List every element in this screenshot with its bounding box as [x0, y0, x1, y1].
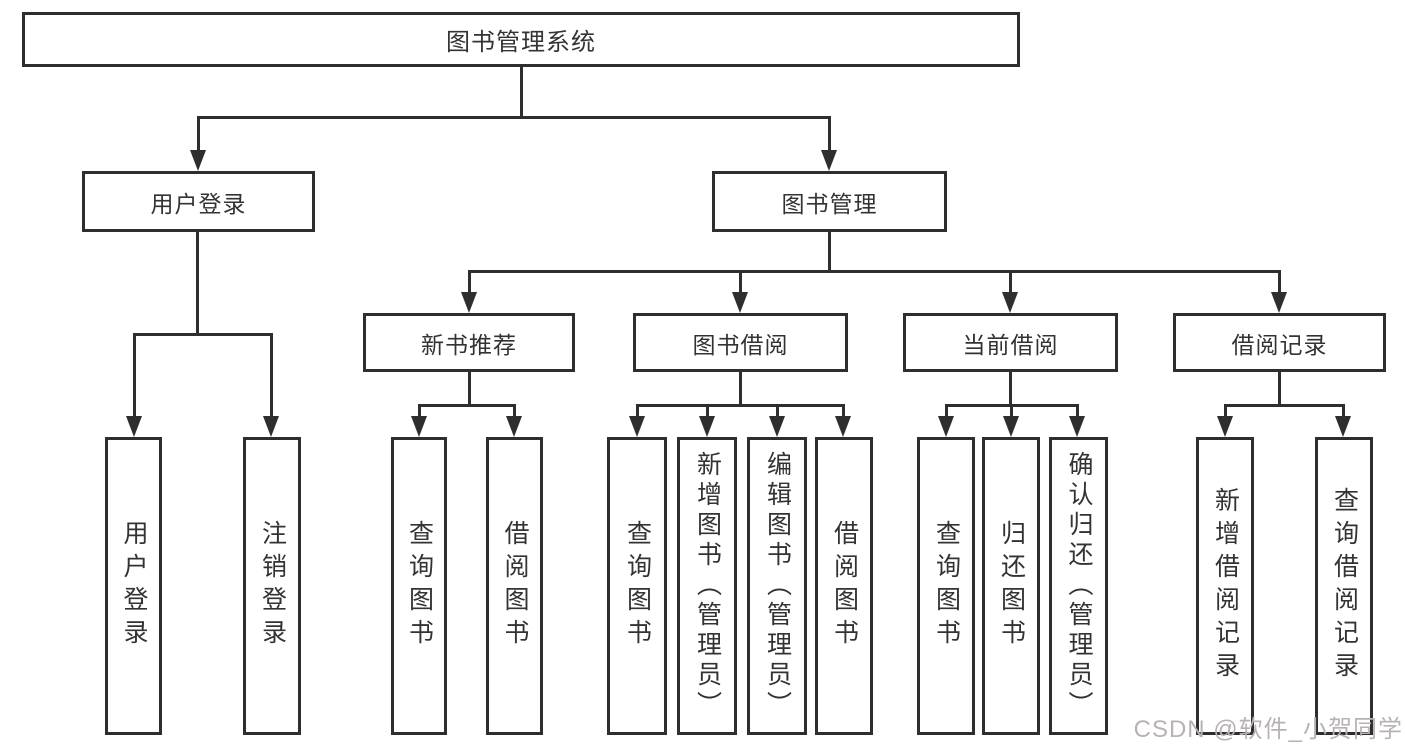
node-leaf-user-login: 用户登录 [105, 437, 162, 735]
arrow-down-icon [1271, 292, 1287, 313]
connector-line [1224, 404, 1227, 417]
node-label: 归还图书 [997, 520, 1026, 652]
arrow-down-icon [411, 416, 427, 437]
node-label: 注销登录 [258, 520, 287, 652]
node-leaf-return-books: 归还图书 [982, 437, 1040, 735]
node-label: 新增借阅记录 [1211, 487, 1240, 685]
node-label: 查询图书 [932, 520, 961, 652]
connector-line [1224, 404, 1345, 407]
arrow-down-icon [1217, 416, 1233, 437]
connector-line [739, 270, 742, 293]
arrow-down-icon [126, 416, 142, 437]
connector-line [706, 404, 709, 417]
node-leaf-confirm-return-admin: 确认归还（管理员） [1049, 437, 1108, 735]
connector-line [1278, 372, 1281, 407]
node-book-borrowing: 图书借阅 [633, 313, 848, 372]
node-leaf-query-borrow-record: 查询借阅记录 [1315, 437, 1373, 735]
node-label: 借阅图书 [830, 520, 859, 652]
node-label: 确认归还（管理员） [1065, 451, 1093, 721]
node-label: 查询图书 [623, 520, 652, 652]
arrow-down-icon [629, 416, 645, 437]
node-leaf-add-books-admin: 新增图书（管理员） [677, 437, 737, 735]
arrow-down-icon [835, 416, 851, 437]
connector-line [828, 232, 831, 273]
connector-line [1076, 404, 1079, 417]
arrow-down-icon [1003, 416, 1019, 437]
connector-line [1009, 372, 1012, 407]
arrow-down-icon [506, 416, 522, 437]
arrow-down-icon [769, 416, 785, 437]
connector-line [418, 404, 421, 417]
arrow-down-icon [732, 292, 748, 313]
arrow-down-icon [461, 292, 477, 313]
connector-line [468, 270, 471, 293]
arrow-down-icon [699, 416, 715, 437]
connector-line [1010, 404, 1013, 417]
connector-line [1009, 270, 1012, 293]
connector-line [776, 404, 779, 417]
connector-line [468, 372, 471, 407]
connector-line [468, 270, 1281, 273]
node-leaf-query-books-borrowing: 查询图书 [607, 437, 667, 735]
node-leaf-logout: 注销登录 [243, 437, 301, 735]
connector-line [513, 404, 516, 417]
connector-line [1342, 404, 1345, 417]
arrow-down-icon [263, 416, 279, 437]
node-leaf-borrow-books: 借阅图书 [815, 437, 873, 735]
arrow-down-icon [821, 150, 837, 171]
node-label: 编辑图书（管理员） [763, 451, 792, 721]
node-label: 新增图书（管理员） [693, 451, 722, 721]
node-library-system: 图书管理系统 [22, 12, 1020, 67]
node-current-borrowing: 当前借阅 [903, 313, 1118, 372]
arrow-down-icon [938, 416, 954, 437]
node-label: 查询借阅记录 [1330, 487, 1359, 685]
connector-line [196, 232, 199, 336]
connector-line [197, 116, 831, 119]
node-leaf-query-books-current: 查询图书 [917, 437, 975, 735]
node-label: 用户登录 [120, 520, 148, 652]
node-label: 借阅图书 [501, 520, 529, 652]
connector-line [1278, 270, 1281, 293]
connector-line [520, 67, 523, 118]
connector-line [842, 404, 845, 417]
node-label: 查询图书 [405, 520, 434, 652]
watermark-text: CSDN @软件_小贺同学 [1133, 716, 1403, 743]
node-leaf-edit-books-admin: 编辑图书（管理员） [747, 437, 807, 735]
node-new-book-recommend: 新书推荐 [363, 313, 575, 372]
node-leaf-query-books-recommend: 查询图书 [391, 437, 447, 735]
connector-line [945, 404, 948, 417]
node-leaf-borrow-books-recommend: 借阅图书 [486, 437, 543, 735]
connector-line [636, 404, 639, 417]
connector-line [270, 333, 273, 417]
connector-line [418, 404, 516, 407]
arrow-down-icon [1002, 292, 1018, 313]
node-book-management: 图书管理 [712, 171, 947, 232]
node-borrow-records: 借阅记录 [1173, 313, 1386, 372]
connector-line [197, 116, 200, 152]
connector-line [133, 333, 273, 336]
arrow-down-icon [1335, 416, 1351, 437]
connector-line [133, 333, 136, 417]
node-leaf-add-borrow-record: 新增借阅记录 [1196, 437, 1254, 735]
connector-line [636, 404, 845, 407]
connector-line [828, 116, 831, 152]
arrow-down-icon [190, 150, 206, 171]
node-user-login: 用户登录 [82, 171, 315, 232]
arrow-down-icon [1069, 416, 1085, 437]
connector-line [739, 372, 742, 407]
